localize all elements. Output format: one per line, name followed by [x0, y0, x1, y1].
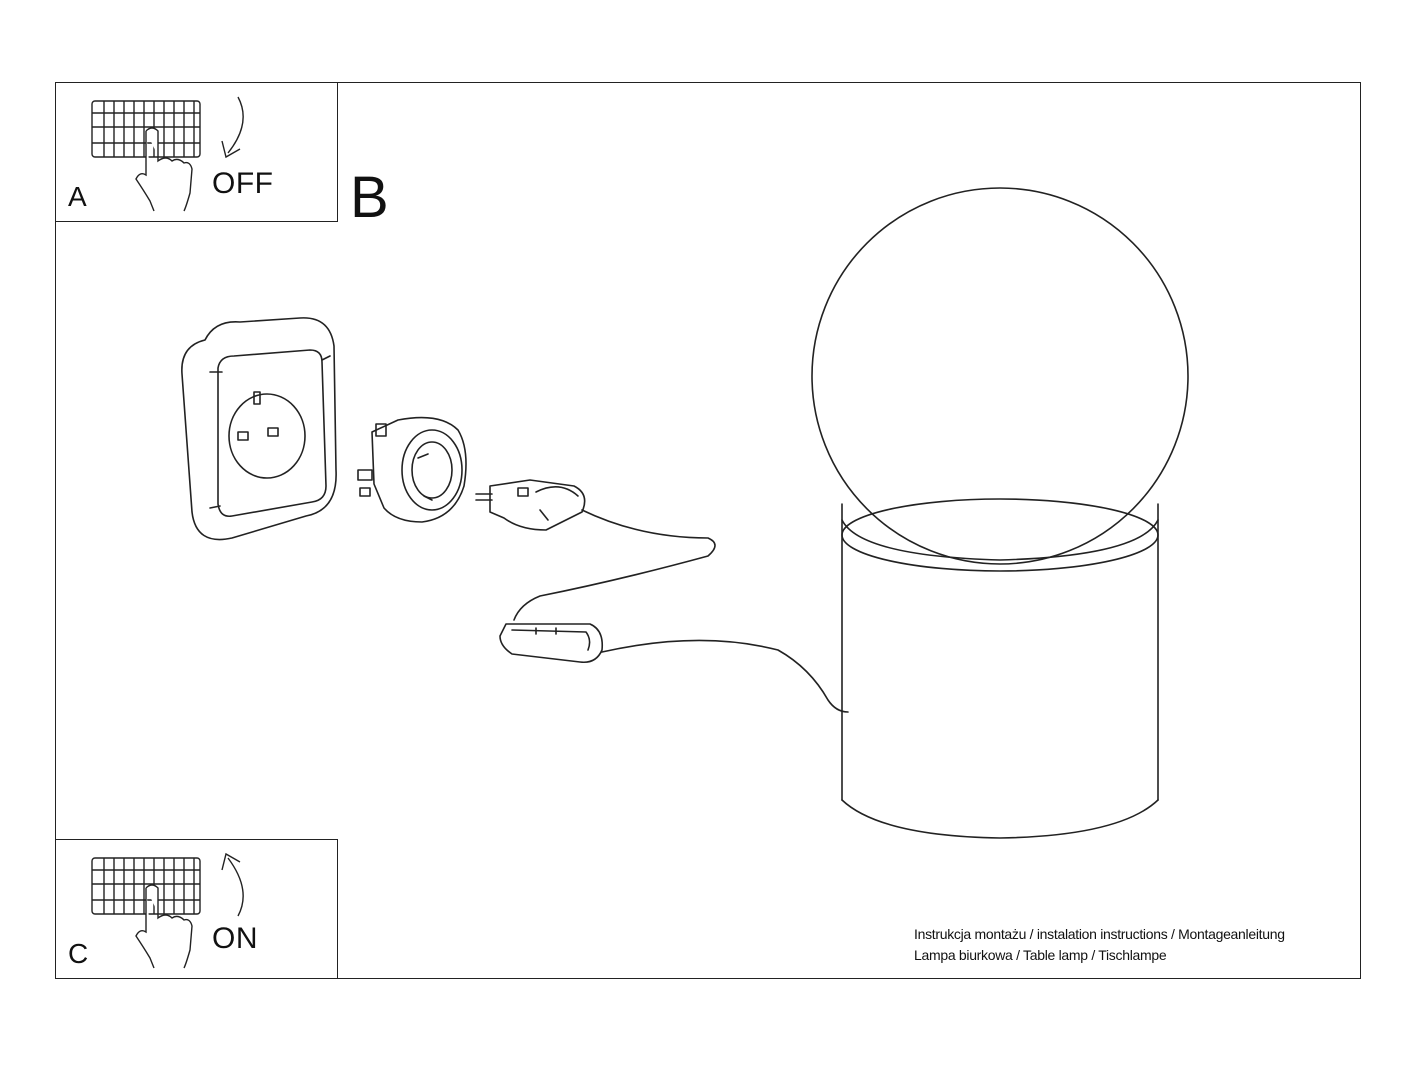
- fuse-box-icon: [91, 852, 244, 969]
- power-plug-icon: [475, 479, 586, 531]
- arrow-up-icon: [221, 852, 244, 917]
- power-cable-upper: [513, 509, 716, 621]
- plug-adapter-icon: [357, 416, 467, 523]
- footer-line-product: Lampa biurkowa / Table lamp / Tischlampe: [914, 947, 1167, 963]
- power-cable-lower: [601, 639, 849, 713]
- step-b-letter: B: [350, 165, 389, 230]
- step-c-state-label: ON: [212, 922, 258, 955]
- step-a-state-label: OFF: [212, 167, 274, 200]
- hand-pointer-icon: [135, 127, 193, 212]
- arrow-down-icon: [221, 96, 244, 159]
- inline-switch-icon: [499, 623, 604, 664]
- step-a-letter: A: [68, 181, 87, 212]
- instruction-sheet-frame: [55, 82, 1361, 979]
- wall-socket-icon: [181, 317, 337, 541]
- step-c-letter: C: [68, 938, 89, 969]
- step-c-panel: C ON: [55, 839, 338, 979]
- footer-line-instructions: Instrukcja montażu / instalation instruc…: [914, 926, 1285, 942]
- fuse-box-icon: [91, 96, 244, 212]
- step-a-panel: A OFF: [55, 82, 338, 222]
- footer-caption: Instrukcja montażu / instalation instruc…: [914, 924, 1285, 966]
- table-lamp-icon: [811, 187, 1189, 839]
- hand-pointer-icon: [135, 884, 193, 969]
